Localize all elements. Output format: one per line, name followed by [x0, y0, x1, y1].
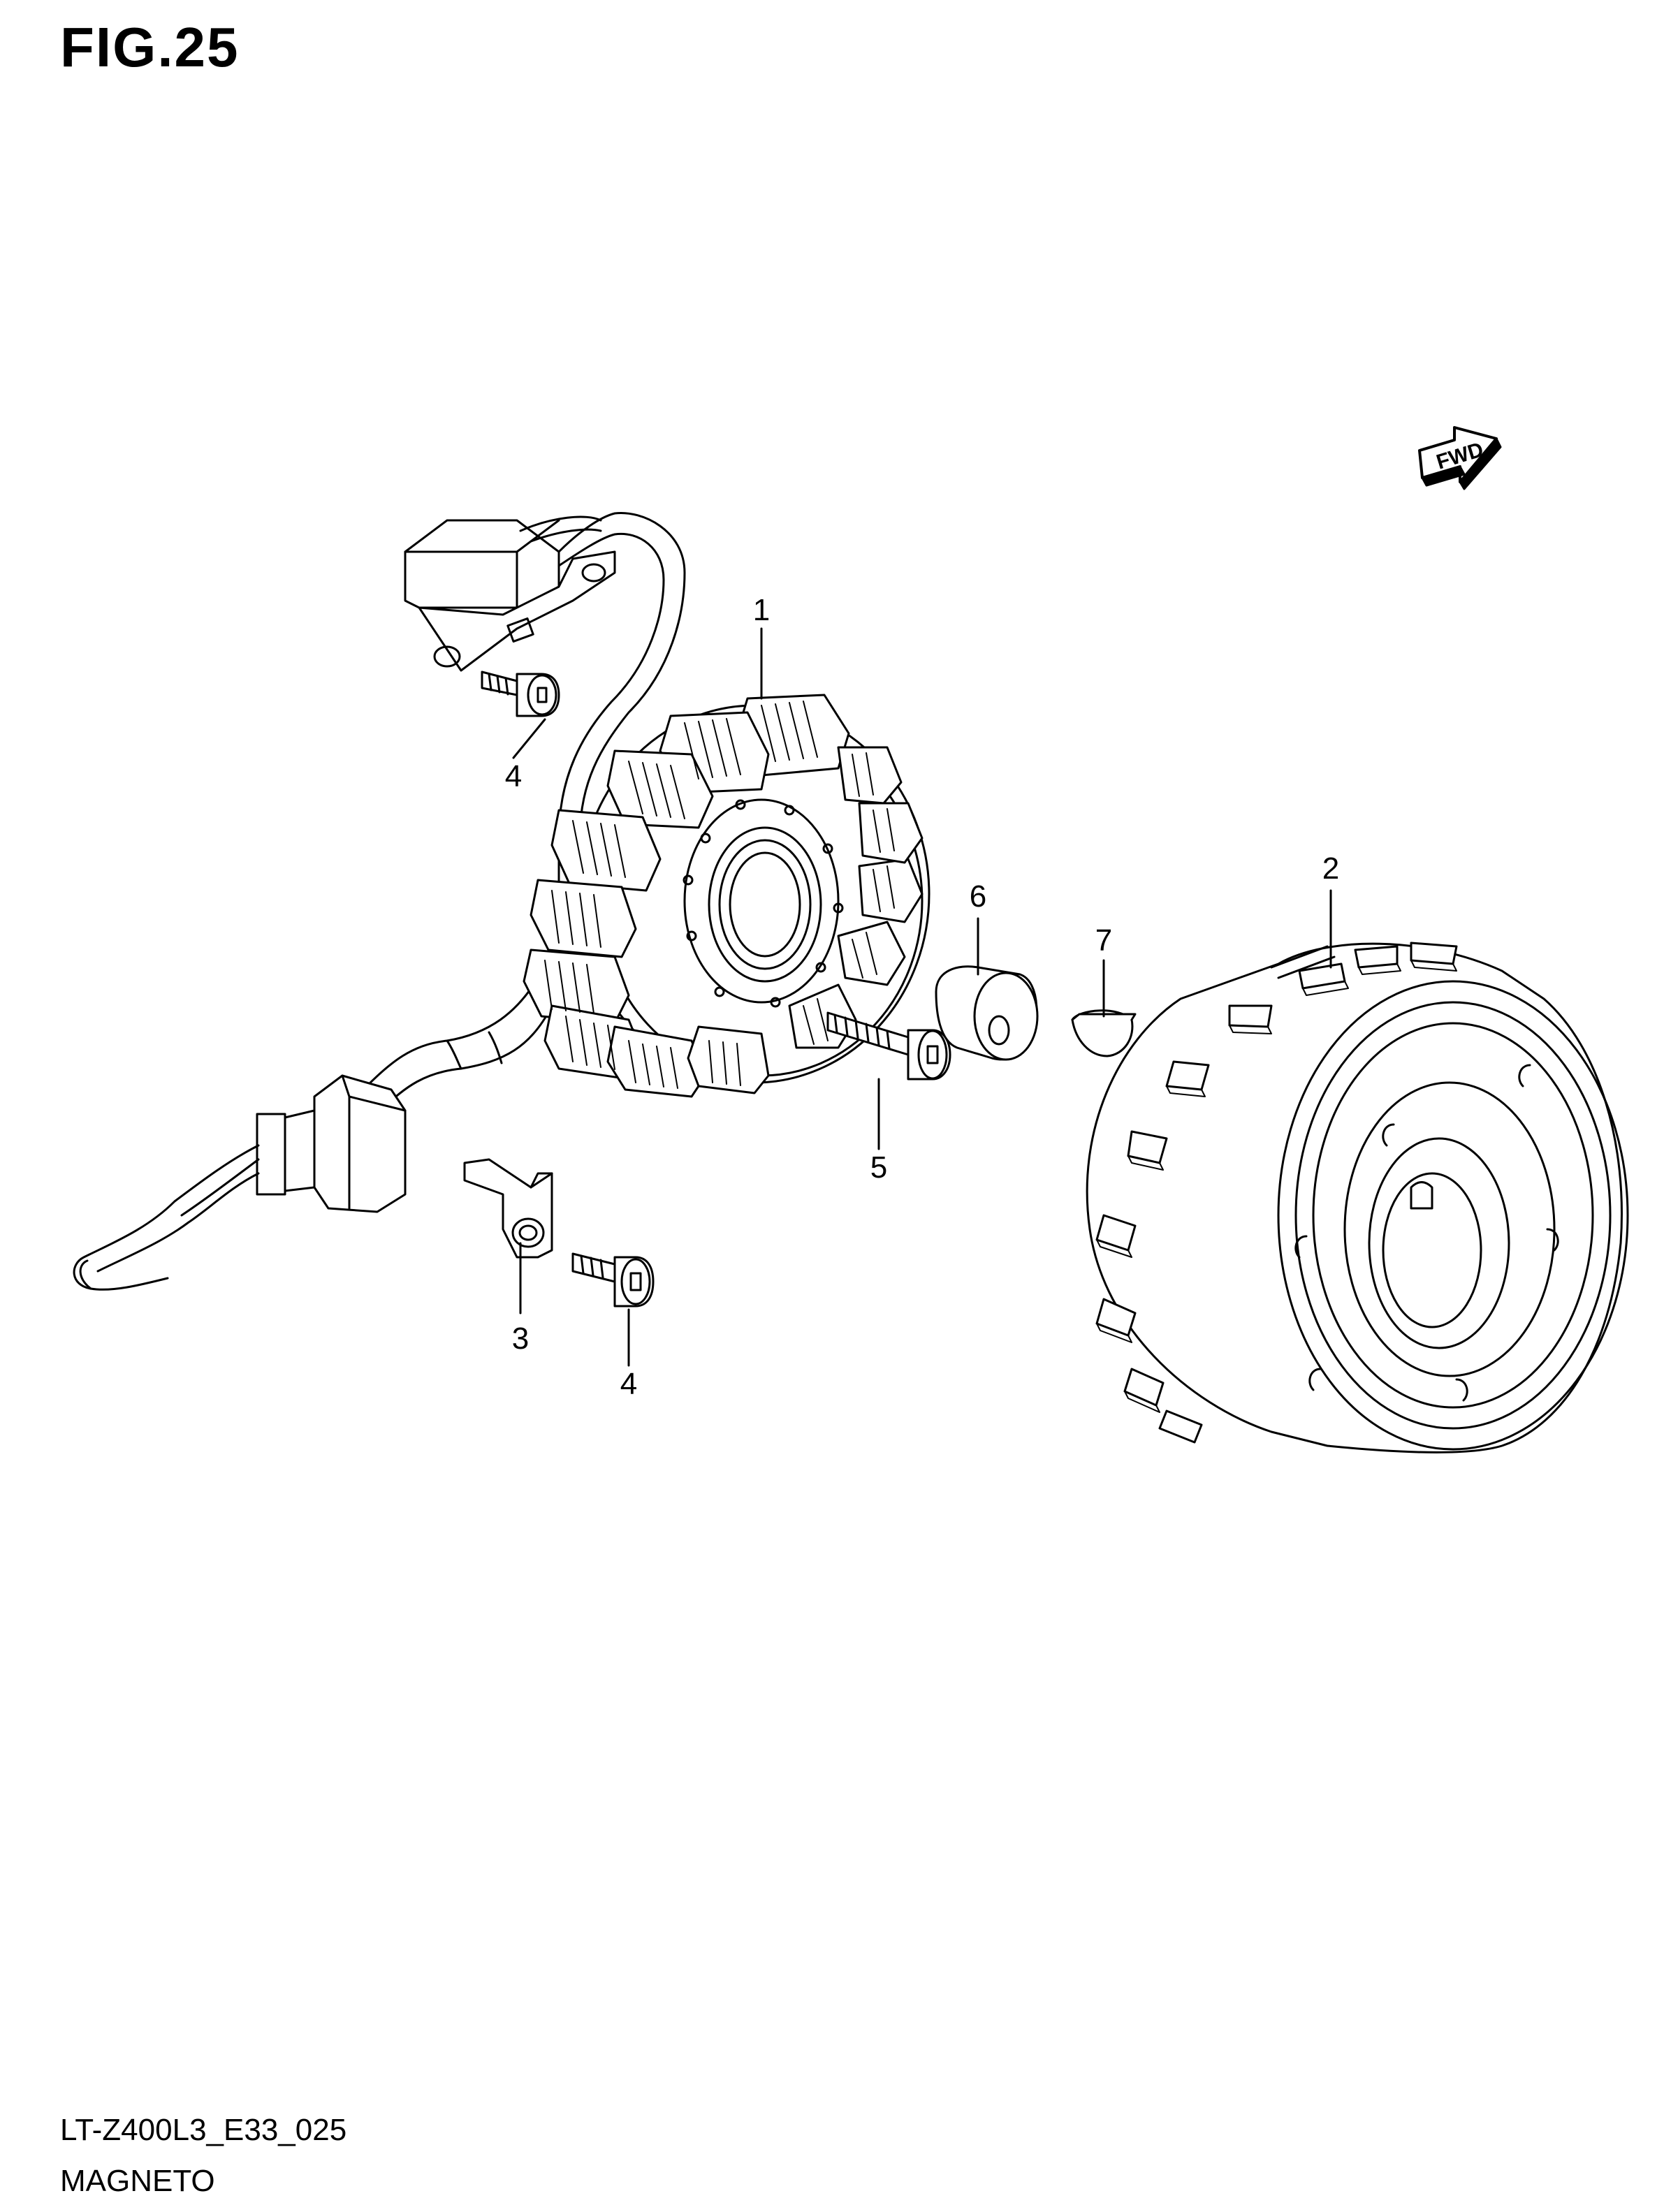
callout-1: 1: [752, 593, 771, 627]
woodruff-key: [1072, 1011, 1135, 1056]
bracket: [465, 1159, 552, 1257]
callout-2: 2: [1322, 851, 1340, 886]
callout-leaders: [513, 629, 1331, 1365]
callout-4-upper: 4: [504, 759, 523, 793]
figure-name: MAGNETO: [60, 2164, 215, 2198]
flywheel-rotor: [1087, 943, 1628, 1452]
washer: [936, 967, 1037, 1060]
figure-title: FIG.25: [60, 16, 240, 78]
callout-7: 7: [1095, 923, 1113, 958]
callout-6: 6: [969, 879, 987, 914]
stator-assembly: [74, 513, 929, 1289]
drawing-code: LT-Z400L3_E33_025: [60, 2113, 347, 2147]
callout-5: 5: [870, 1150, 888, 1185]
screw-upper: [482, 672, 559, 716]
bolt: [828, 1013, 950, 1079]
forward-arrow-icon: FWD: [1419, 427, 1501, 489]
screw-lower: [573, 1254, 653, 1306]
callout-3: 3: [511, 1321, 530, 1356]
callout-4-lower: 4: [620, 1367, 638, 1401]
